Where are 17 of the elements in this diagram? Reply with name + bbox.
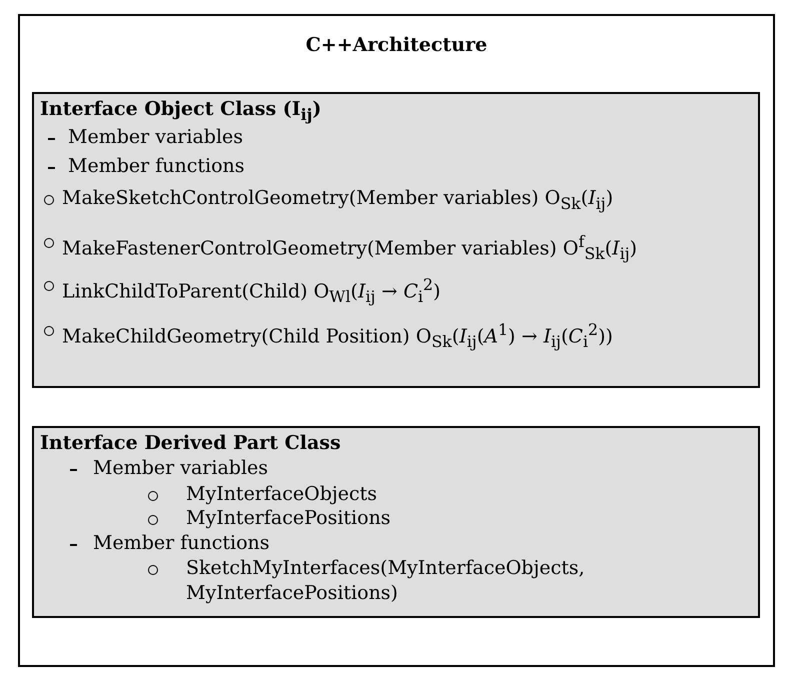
list-item: Member variables [93, 456, 270, 481]
class-box [32, 92, 760, 388]
method-signature: LinkChildToParent(Child) O$_{Wl}$(I$_{ij}$ → C$_{i}$$^{2}$) [62, 274, 442, 308]
list-item: Member functions [93, 531, 271, 556]
list-item: Member variables [68, 125, 244, 150]
class-name: Interface Object Class (I$_{ij}$) [40, 98, 322, 124]
class-box [32, 426, 760, 618]
method-signature: MakeChildGeometry(Child Position) O$_{Sk}$(I$_{ij}$(A$^{1}$) → I$_{ij}$(C$_{i}$$^{2}$)) [62, 319, 614, 354]
method-signature: MakeFastenerControlGeometry(Member variables) O$^{f}$$_{Sk}$(I$_{ij}$) [62, 231, 638, 266]
frame-heading: C++Architecture [304, 34, 488, 56]
class-name: Interface Derived Part Class [40, 432, 341, 454]
list-item: SketchMyInterfaces(MyInterfaceObjects, MyInterfacePositions) [186, 556, 586, 606]
list-item: MyInterfacePositions [186, 506, 392, 531]
list-item: MyInterfaceObjects [186, 482, 378, 507]
diagram-frame [18, 14, 775, 667]
list-item: Member functions [68, 154, 246, 179]
method-signature: MakeSketchControlGeometry(Member variables) O$_{Sk}$(I$_{ij}$) [62, 186, 614, 215]
